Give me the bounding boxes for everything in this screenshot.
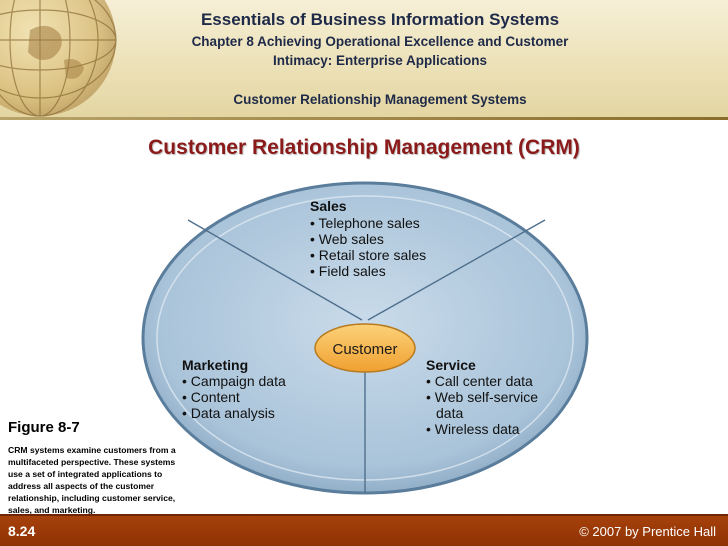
marketing-item: • Content [182, 389, 240, 405]
service-heading: Service [426, 357, 476, 373]
course-title: Essentials of Business Information Syste… [200, 10, 560, 29]
sales-heading: Sales [310, 198, 347, 214]
service-item: • Wireless data [426, 421, 520, 437]
chapter-title: Chapter 8 Achieving Operational Excellen… [130, 32, 630, 70]
marketing-heading: Marketing [182, 357, 248, 373]
marketing-segment: Marketing • Campaign data • Content • Da… [182, 357, 286, 421]
marketing-item: • Campaign data [182, 373, 286, 389]
service-item: • Call center data [426, 373, 533, 389]
marketing-item: • Data analysis [182, 405, 275, 421]
slide-title: Customer Relationship Management (CRM) [148, 136, 580, 159]
globe-icon [0, 0, 117, 117]
sales-item: • Telephone sales [310, 215, 420, 231]
copyright-notice: © 2007 by Prentice Hall [579, 524, 716, 539]
service-segment: Service • Call center data • Web self-se… [426, 357, 538, 437]
sales-item: • Web sales [310, 231, 384, 247]
segment-dividers [187, 219, 546, 493]
crm-diagram: Customer Sales • Telephone sales • Web s… [141, 181, 589, 495]
footer-divider [0, 514, 728, 516]
footer-band: 8.24 © 2007 by Prentice Hall [0, 516, 728, 546]
slide-number: 8.24 [8, 523, 36, 539]
figure-caption: CRM systems examine customers from a mul… [8, 445, 176, 515]
customer-label: Customer [332, 341, 397, 358]
service-item: data [436, 405, 463, 421]
section-title: Customer Relationship Management Systems [233, 92, 527, 107]
chapter-title-line1: Chapter 8 Achieving Operational Excellen… [191, 34, 569, 49]
chapter-title-line2: Intimacy: Enterprise Applications [272, 53, 488, 68]
figure-label: Figure 8-7 [8, 419, 80, 436]
header-band: Essentials of Business Information Syste… [0, 0, 728, 118]
sales-item: • Retail store sales [310, 247, 426, 263]
sales-segment: Sales • Telephone sales • Web sales • Re… [310, 198, 426, 279]
service-item: • Web self-service [426, 389, 538, 405]
customer-node [314, 323, 416, 373]
header-divider [0, 117, 728, 120]
sales-item: • Field sales [310, 263, 386, 279]
